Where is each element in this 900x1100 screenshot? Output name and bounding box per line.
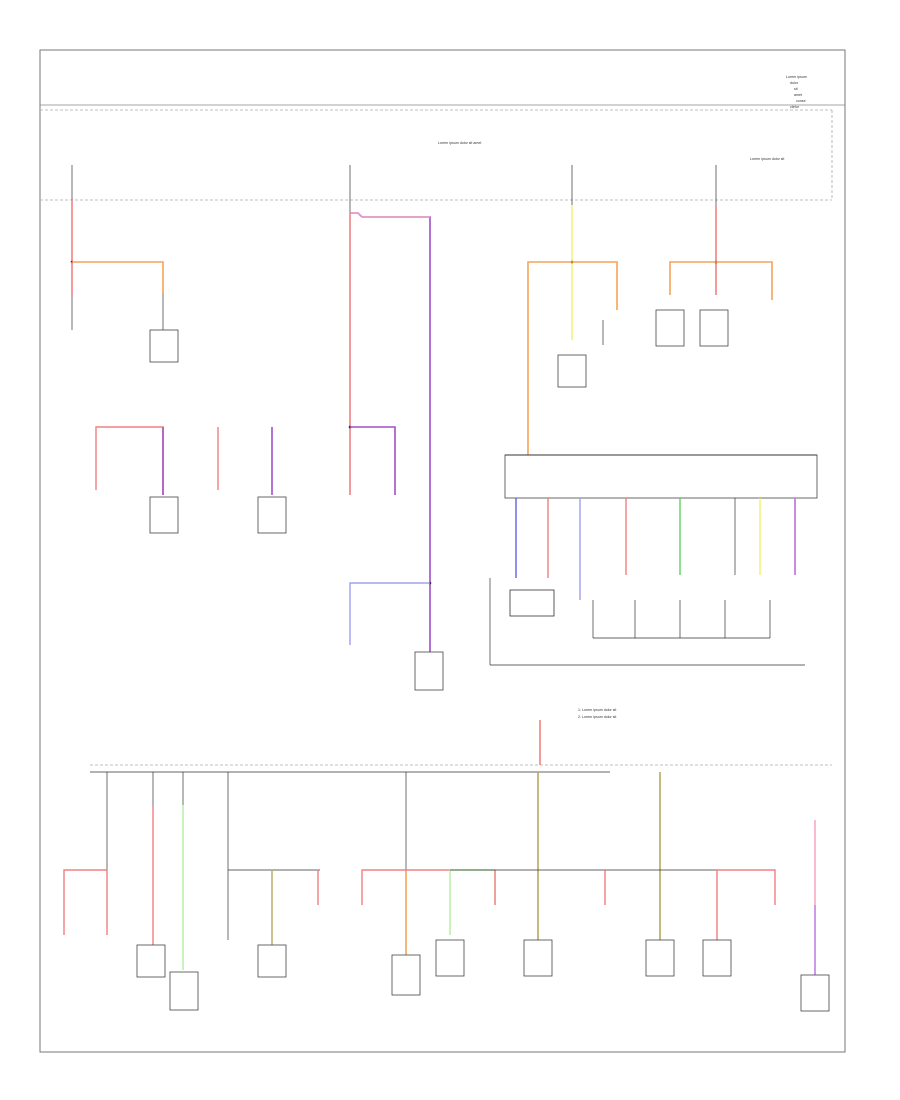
title-line-2: dolor	[790, 81, 799, 85]
middle-branches	[95, 426, 287, 534]
top-notes: Lorem ipsum dolor sit amet Lorem ipsum d…	[438, 141, 784, 161]
lower-fuse-bank	[63, 771, 830, 1012]
title-line-5: conse	[796, 99, 806, 103]
title-block: Lorem ipsum dolor sit amet conse ctetur	[786, 75, 807, 109]
top-note-1: Lorem ipsum dolor sit amet	[438, 141, 481, 145]
diagram-frame	[39, 49, 846, 1053]
title-line-1: Lorem ipsum	[786, 75, 807, 79]
switch-note-1: 1: Lorem ipsum dolor sit	[578, 708, 616, 712]
top-fuses	[70, 165, 773, 691]
top-note-2: Lorem ipsum dolor sit	[750, 157, 784, 161]
title-line-6: ctetur	[790, 105, 800, 109]
control-module-block: 1: Lorem ipsum dolor sit 2: Lorem ipsum …	[489, 454, 818, 765]
title-line-4: amet	[794, 93, 802, 97]
switch-note-2: 2: Lorem ipsum dolor sit	[578, 715, 616, 719]
title-line-3: sit	[794, 87, 798, 91]
